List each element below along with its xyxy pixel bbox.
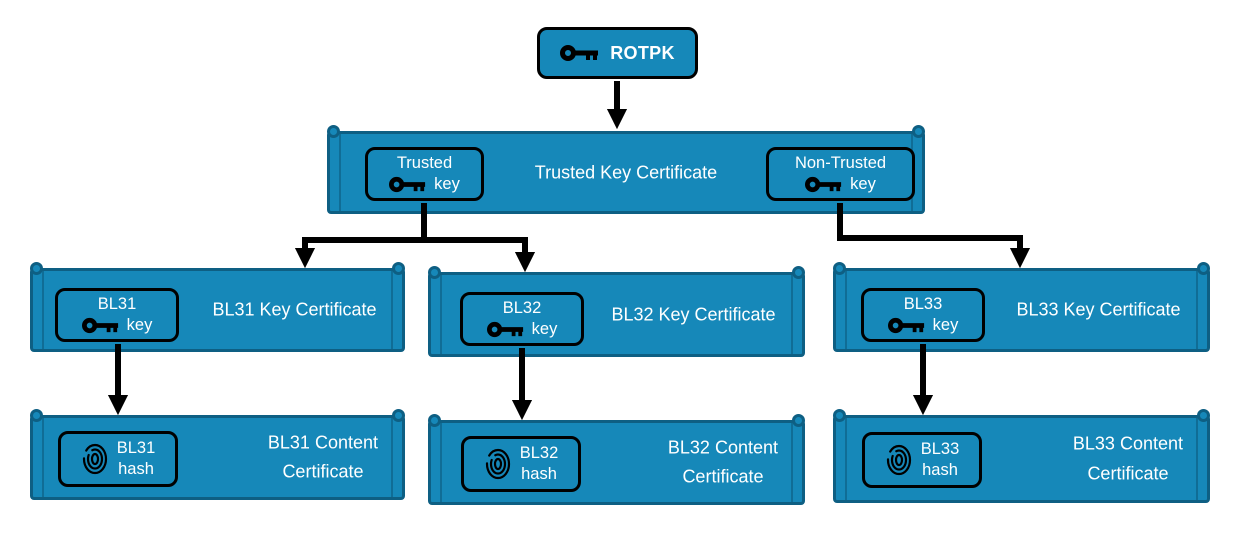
- bl32-hash-badge-line1: BL32: [519, 444, 559, 463]
- bl32-content-title-line2: Certificate: [682, 466, 764, 487]
- scroll-curl-right-icon: [792, 414, 805, 427]
- bl32-hash-badge: BL32 hash: [461, 436, 581, 492]
- scroll-curl-left-icon: [428, 266, 441, 279]
- scroll-curl-left-icon: [428, 414, 441, 427]
- bl31-content-certificate-title: BL31 Content Certificate: [268, 428, 378, 487]
- scroll-roll-edge-left: [42, 271, 44, 349]
- bl31-content-certificate: BL31 Content Certificate BL31 hash: [30, 409, 405, 500]
- scroll-roll-edge-right: [391, 418, 393, 497]
- bl33-content-certificate: BL33 Content Certificate BL33 hash: [833, 409, 1210, 503]
- scroll-curl-right-icon: [1197, 262, 1210, 275]
- key-icon: [389, 176, 426, 192]
- bl33-content-title-line2: Certificate: [1087, 463, 1169, 483]
- bl31-content-title-line1: BL31 Content: [267, 431, 378, 452]
- key-icon: [560, 45, 599, 61]
- scroll-curl-left-icon: [833, 409, 846, 422]
- bl33-content-certificate-title: BL33 Content Certificate: [1073, 429, 1183, 488]
- scroll-roll-edge-left: [440, 423, 442, 502]
- scroll-roll-edge-right: [1196, 271, 1198, 349]
- key-icon: [887, 317, 924, 333]
- bl33-hash-badge-line1: BL33: [920, 440, 960, 459]
- trusted-key-certificate: Trusted Key Certificate Trusted key Non-…: [327, 125, 925, 214]
- bl33-key-certificate-title: BL33 Key Certificate: [1016, 299, 1181, 320]
- bl32-key-certificate: BL32 Key Certificate BL32 key: [428, 266, 805, 357]
- scroll-roll-edge-left: [845, 418, 847, 500]
- rotpk-box: ROTPK: [537, 27, 698, 79]
- fingerprint-icon: [485, 448, 510, 480]
- scroll-curl-left-icon: [327, 125, 340, 138]
- bl33-key-certificate: BL33 Key Certificate BL33 key: [833, 262, 1210, 352]
- scroll-roll-edge-left: [845, 271, 847, 349]
- bl32-key-certificate-title: BL32 Key Certificate: [611, 304, 776, 324]
- bl32-key-badge-line1: BL32: [502, 299, 542, 318]
- scroll-curl-right-icon: [912, 125, 925, 138]
- rotpk-label: ROTPK: [610, 42, 675, 63]
- scroll-roll-edge-left: [42, 418, 44, 497]
- fingerprint-icon: [886, 444, 911, 476]
- key-icon: [81, 317, 118, 333]
- non-trusted-key-badge-line1: Non-Trusted: [794, 154, 887, 173]
- trusted-key-badge: Trusted key: [365, 147, 484, 201]
- scroll-roll-edge-right: [1196, 418, 1198, 500]
- scroll-curl-left-icon: [833, 262, 846, 275]
- bl31-content-title-line2: Certificate: [282, 461, 364, 482]
- scroll-roll-edge-left: [440, 275, 442, 354]
- bl32-key-badge: BL32 key: [460, 292, 584, 346]
- trusted-key-badge-line2: key: [434, 175, 460, 193]
- bl32-content-title-line1: BL32 Content: [667, 436, 778, 457]
- scroll-curl-left-icon: [30, 409, 43, 422]
- bl33-key-badge: BL33 key: [861, 288, 985, 342]
- bl33-key-badge-line2: key: [932, 316, 959, 334]
- bl32-key-badge-line2: key: [531, 320, 558, 338]
- bl31-key-badge-line2: key: [126, 316, 153, 334]
- bl31-hash-badge: BL31 hash: [58, 431, 178, 487]
- trusted-key-certificate-title: Trusted Key Certificate: [534, 162, 718, 182]
- bl31-hash-badge-line2: hash: [118, 460, 154, 478]
- scroll-roll-edge-right: [391, 271, 393, 349]
- scroll-curl-right-icon: [792, 266, 805, 279]
- bl33-key-badge-line1: BL33: [903, 295, 943, 314]
- bl33-content-title-line1: BL33 Content: [1072, 433, 1183, 454]
- scroll-roll-edge-left: [339, 134, 341, 211]
- fingerprint-icon: [82, 443, 107, 475]
- bl31-key-badge: BL31 key: [55, 288, 179, 342]
- key-icon: [486, 321, 523, 337]
- scroll-curl-left-icon: [30, 262, 43, 275]
- scroll-curl-right-icon: [1197, 409, 1210, 422]
- non-trusted-key-badge: Non-Trusted key: [766, 147, 915, 201]
- trusted-key-badge-line1: Trusted: [396, 154, 453, 173]
- bl32-content-certificate-title: BL32 Content Certificate: [668, 433, 778, 492]
- bl33-hash-badge-line2: hash: [922, 461, 958, 479]
- non-trusted-key-badge-line2: key: [850, 175, 876, 193]
- bl31-key-certificate: BL31 Key Certificate BL31 key: [30, 262, 405, 352]
- scroll-curl-right-icon: [392, 262, 405, 275]
- bl31-hash-badge-line1: BL31: [116, 439, 156, 458]
- bl33-hash-badge: BL33 hash: [862, 432, 982, 488]
- scroll-curl-right-icon: [392, 409, 405, 422]
- bl31-key-badge-line1: BL31: [97, 295, 137, 314]
- scroll-roll-edge-right: [791, 275, 793, 354]
- bl31-key-certificate-title: BL31 Key Certificate: [212, 299, 377, 320]
- bl32-hash-badge-line2: hash: [521, 465, 557, 483]
- scroll-roll-edge-right: [791, 423, 793, 502]
- key-icon: [805, 176, 842, 192]
- bl32-content-certificate: BL32 Content Certificate BL32 hash: [428, 414, 805, 505]
